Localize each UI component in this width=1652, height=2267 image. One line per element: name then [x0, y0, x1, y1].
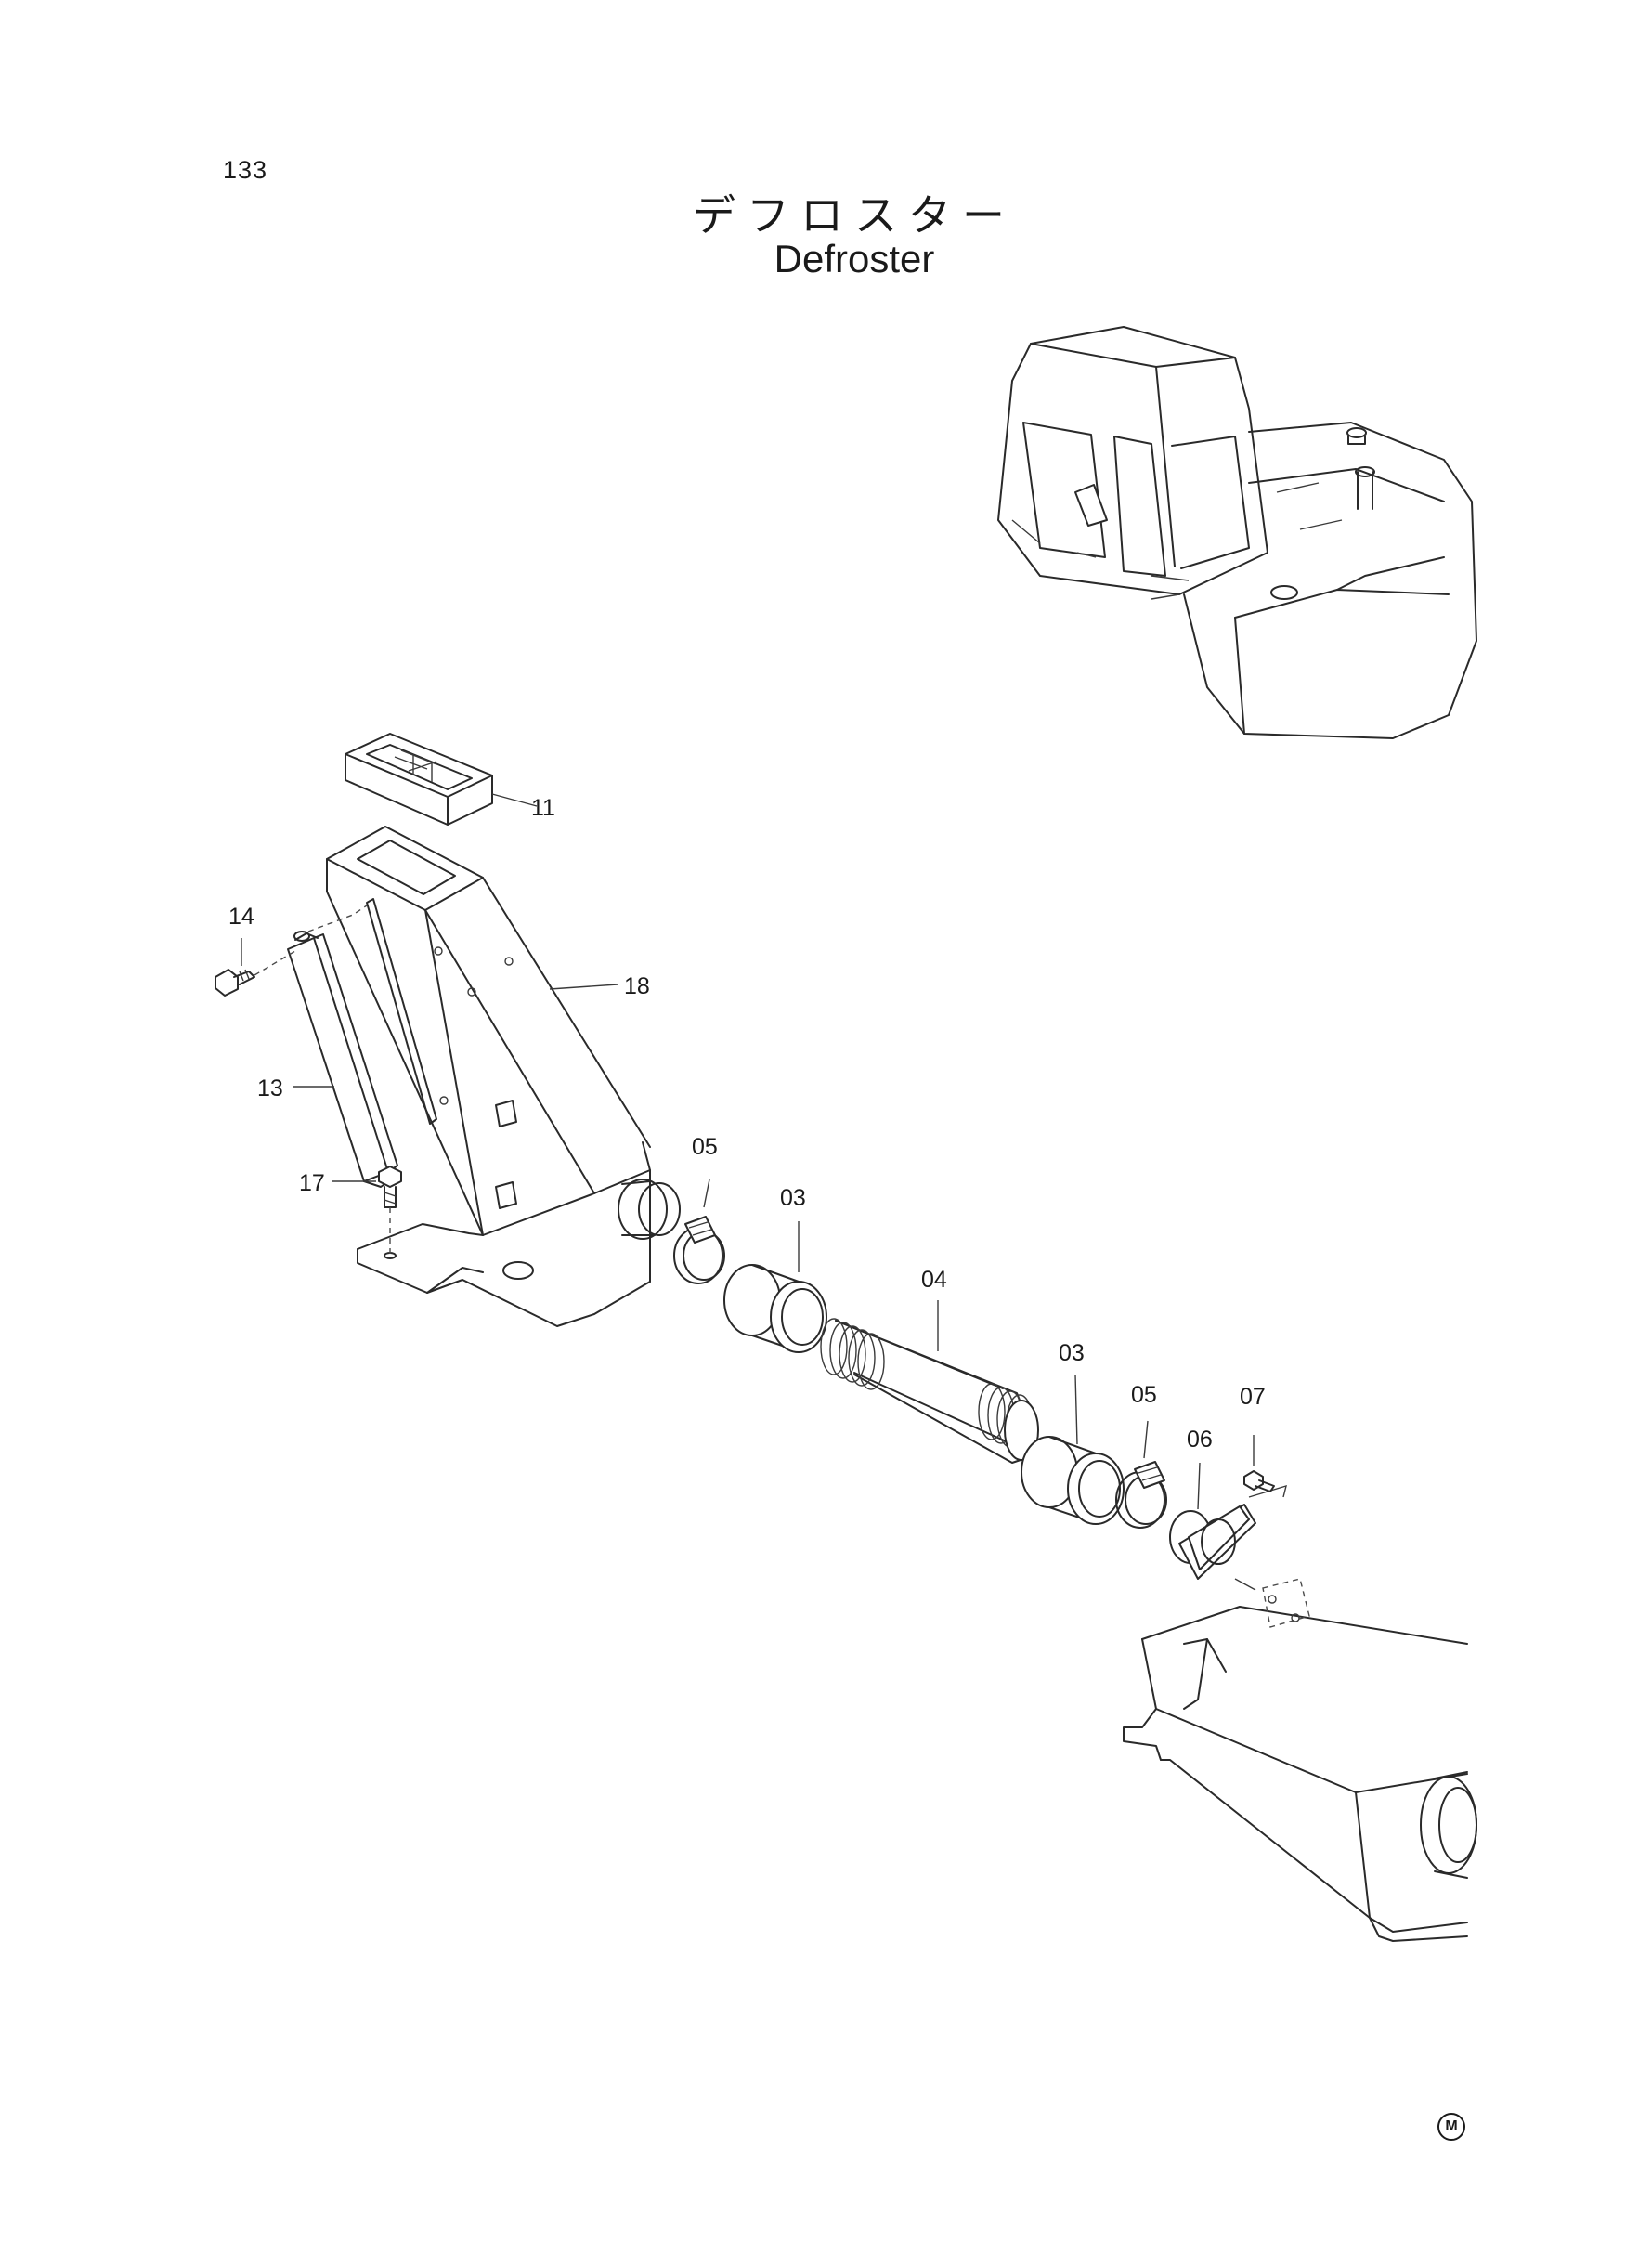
part-06-flange-adapter [1169, 1462, 1287, 1580]
callout-13: 13 [257, 1075, 283, 1101]
callout-06: 06 [1187, 1427, 1213, 1453]
callout-04: 04 [921, 1267, 947, 1293]
page-number: 133 [223, 156, 268, 184]
callout-05-right: 05 [1131, 1382, 1157, 1408]
callout-07: 07 [1240, 1384, 1266, 1410]
part-04-flexible-hose [820, 1300, 1041, 1464]
title-japanese: デフロスター [693, 190, 1016, 241]
corner-mark-badge: M [1437, 2113, 1465, 2141]
part-18-defroster-duct [326, 826, 681, 1327]
callout-03-left: 03 [780, 1185, 806, 1211]
title-english: Defroster [774, 237, 935, 280]
callout-14: 14 [228, 904, 254, 930]
part-17-bolt [332, 1166, 402, 1254]
callout-03-right: 03 [1059, 1340, 1085, 1366]
callout-05-left: 05 [692, 1134, 718, 1160]
callout-17: 17 [299, 1170, 325, 1196]
excavator-overview-illustration [997, 326, 1477, 739]
part-03-rubber-sleeve-right [1021, 1374, 1125, 1525]
callout-18: 18 [624, 973, 650, 999]
part-05-hose-clamp-left [673, 1179, 725, 1284]
part-13-cover-bracket [287, 905, 398, 1188]
part-05-hose-clamp-right [1115, 1420, 1167, 1529]
part-14-screw [215, 938, 296, 997]
heater-unit-illustration [1123, 1578, 1477, 1942]
part-03-rubber-sleeve-left [723, 1221, 827, 1353]
part-11-vent-louver [345, 733, 538, 826]
part-07-screw [1243, 1435, 1275, 1492]
callout-11: 11 [531, 795, 555, 821]
